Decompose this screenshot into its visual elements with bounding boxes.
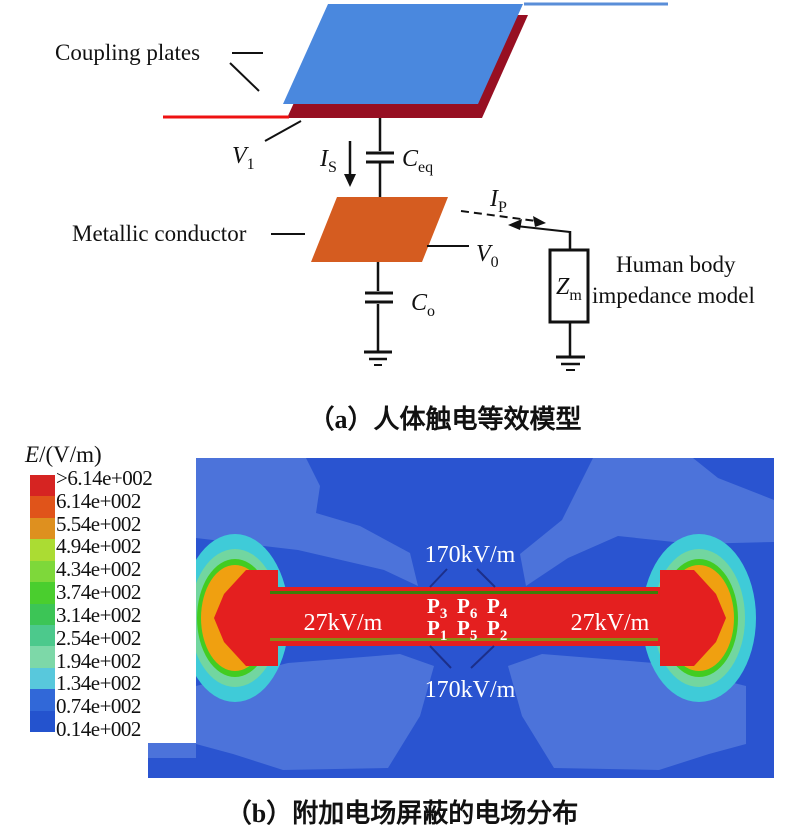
field-value-top: 170kV/m [425,542,516,568]
body-current-arrow-shaft [515,225,571,233]
colorbar-segment [30,624,55,647]
legend-entry-label: >6.14e+002 [56,466,153,490]
legend-labels: >6.14e+002 6.14e+002 5.54e+002 4.94e+002… [56,467,196,740]
colorbar-segment [30,582,55,604]
ground-symbol-co [364,350,392,366]
human-body-label-line2: impedance model [592,283,755,308]
point-label-p1: P1 [427,616,447,644]
legend-title-units: /(V/m) [39,442,102,467]
light-region-top-left [196,458,418,586]
field-value-left: 27kV/m [304,610,383,636]
conductor-top-stripe [270,591,658,594]
is-label: IS [319,146,337,176]
metallic-conductor-label: Metallic conductor [72,221,247,246]
point-label-p2: P2 [487,616,507,644]
v0-label: V0 [476,241,499,271]
legend-entry-label: 1.34e+002 [56,671,141,696]
legend-entry-label: 0.14e+002 [56,716,141,741]
legend-title: E/(V/m) [25,442,102,468]
colorbar-segment [30,475,55,497]
legend-entry-label: 4.94e+002 [56,534,141,559]
leader-lines [429,568,496,669]
field-value-right: 27kV/m [571,610,650,636]
legend-entry-label: 3.14e+002 [56,602,141,627]
zm-box [548,248,590,324]
ip-label: IP [489,186,507,216]
field-map: 170kV/m 170kV/m 27kV/m 27kV/m P3 P6 P4 P… [148,458,774,778]
legend-entry-label: 4.34e+002 [56,557,141,582]
legend-entry-label: 3.74e+002 [56,580,141,605]
colorbar-segment [30,667,55,690]
coupling-plates-leader-line [229,62,260,92]
v1-leader-line [264,120,302,142]
legend-title-symbol: E [25,442,40,467]
colorbar-segment [30,539,55,561]
body-current-arrow-head [508,219,522,230]
colorbar-segment [30,496,55,518]
colorbar-segment [30,560,55,583]
ip-dashed-arrow-head [533,216,546,227]
point-label-p3: P3 [427,594,447,622]
top-coupling-plate [283,4,523,104]
panel-a-diagram: Coupling plates V1 IS Ceq Metallic condu… [55,2,755,371]
zm-label: Zm [556,274,582,304]
v1-label: V1 [232,143,255,173]
legend-colorbar [30,475,55,733]
conductor-bar [255,587,679,646]
field-value-bottom: 170kV/m [425,677,516,703]
caption-panel-a: （a）人体触电等效模型 [308,405,582,434]
colorbar-segment [30,603,55,625]
light-region-top-right [520,458,774,586]
metallic-conductor [311,197,448,262]
colorbar-segment [30,710,55,733]
caption-panel-b: （b）附加电场屏蔽的电场分布 [225,799,579,828]
point-label-p5: P5 [457,616,477,644]
legend-entry-label: 0.74e+002 [56,694,141,719]
light-region-extension [148,743,196,758]
is-arrow-head [344,174,356,187]
human-body-label-line1: Human body [616,252,736,277]
legend-entry-label: 6.14e+002 [56,488,141,513]
legend-entry-label: 1.94e+002 [56,648,141,673]
legend-entry-label: 2.54e+002 [56,625,141,650]
colorbar-segment [30,517,55,540]
ground-symbol-zm [556,355,585,371]
conductor-bottom-stripe [270,638,658,641]
co-label: Co [411,290,435,320]
ceq-label: Ceq [402,146,433,176]
point-label-p6: P6 [457,594,478,622]
legend-entry-label: 5.54e+002 [56,511,141,536]
colorbar-segment [30,689,55,711]
point-label-p4: P4 [487,594,508,622]
coupling-plates-label: Coupling plates [55,40,200,65]
colorbar-segment [30,646,55,668]
